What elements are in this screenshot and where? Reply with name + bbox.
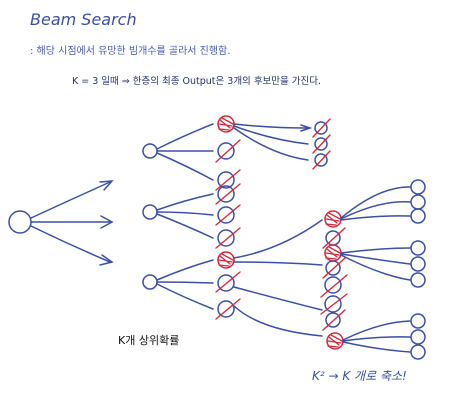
edge [340,201,411,220]
candidate-node [217,229,235,247]
arrowhead [99,180,114,191]
candidate-node [325,260,341,276]
edge [233,123,309,129]
edge [342,341,411,353]
level4-node [410,313,426,329]
level3-node [314,153,328,167]
edge [340,254,411,281]
level4-node [410,272,426,288]
candidate-node [217,300,235,318]
description-line: : 해당 시점에서 유망한 빔개수를 골라서 진행함. [30,46,231,57]
level1-node [142,204,158,220]
level4-node [410,240,426,256]
candidate-node [217,142,235,160]
k-equals-3-note: K = 3 일때 ⇒ 한층의 최종 Output은 3개의 후보만을 가진다. [72,76,322,87]
reduce-label: K² → K 개로 축소! [312,369,407,383]
edge [156,152,214,181]
edge [233,127,309,161]
level4-node [410,179,426,195]
top-k-label: K개 상위확률 [118,334,180,347]
level4-node [410,329,426,345]
edge [156,193,214,211]
edge [340,186,411,219]
level4-node [410,194,426,210]
edge [233,125,309,145]
kept-node [217,251,235,269]
root-node [8,210,32,234]
edge [156,213,214,239]
arrowhead [100,215,114,229]
candidate-node [217,185,235,203]
edge [340,253,411,265]
edge [340,247,411,254]
arrowhead [99,254,114,266]
edge [156,123,214,150]
pruned-marks-level3 [320,227,348,331]
edge [342,320,411,341]
candidate-node [324,276,342,294]
root-edge [30,181,111,219]
level4-node [410,256,426,272]
candidate-node [217,274,235,292]
candidate-node [217,171,235,189]
candidate-node [325,312,341,328]
candidate-node [217,206,235,224]
level3-node [314,137,328,151]
level1-node [142,143,158,159]
edge [233,286,323,311]
edge [342,336,411,342]
candidate-node [324,295,342,313]
level4-node [410,344,426,360]
pruned-marks [215,139,241,320]
root-edge [30,225,111,263]
level4-node [410,208,426,224]
edge [340,215,411,221]
edge [156,281,214,284]
edge [156,259,214,281]
edge [156,283,214,310]
edge [233,219,323,259]
level3-node [314,121,328,135]
arrowhead [300,124,313,132]
level1-node [142,274,158,290]
edge [156,211,214,216]
edge [233,305,323,337]
title: Beam Search [30,10,137,29]
edge [233,261,323,266]
